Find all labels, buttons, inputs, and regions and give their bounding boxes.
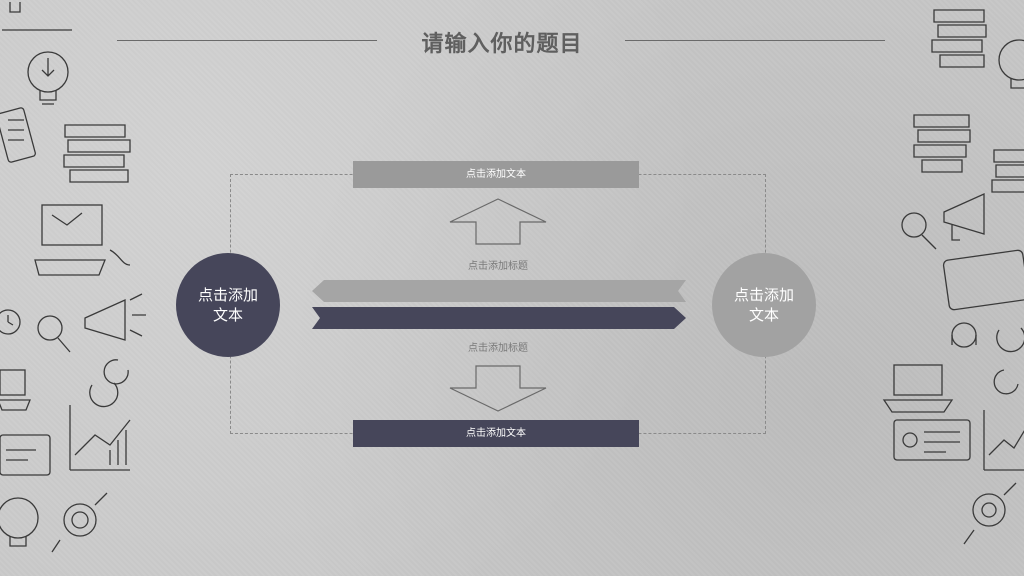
right-doodle-decoration <box>874 0 1024 576</box>
title-line-right <box>625 40 885 41</box>
down-arrow-icon <box>449 365 547 412</box>
tablet-icon <box>942 249 1024 311</box>
headset-icon <box>951 322 977 348</box>
gear-right-icon <box>993 327 1024 395</box>
target-right-icon <box>963 482 1017 545</box>
card-icon <box>0 434 51 476</box>
books-icon <box>63 124 131 183</box>
lower-heading-label[interactable]: 点击添加标题 <box>468 343 528 354</box>
left-circle[interactable]: 点击添加文本 <box>176 253 280 357</box>
laptop-icon <box>0 369 31 411</box>
left-circle-text: 点击添加文本 <box>197 286 258 324</box>
calculator-icon <box>0 107 36 163</box>
growth-chart-icon <box>69 405 131 471</box>
computer-icon <box>34 204 131 276</box>
lightbulb-icon <box>27 51 69 105</box>
person-icon <box>2 2 72 31</box>
left-doodle-decoration <box>0 0 150 576</box>
laptop-right-icon <box>882 364 954 413</box>
megaphone-icon <box>84 293 146 341</box>
magnifier-right-icon <box>901 212 937 250</box>
right-arrow-band <box>312 307 686 329</box>
megaphone-right-icon <box>943 192 985 241</box>
bottom-text-bar[interactable]: 点击添加文本 <box>353 420 639 447</box>
magnifier-icon <box>37 315 71 353</box>
id-card-icon <box>893 419 971 461</box>
left-arrow-band <box>312 280 686 302</box>
books-mid-icon <box>913 114 971 173</box>
upper-heading-label[interactable]: 点击添加标题 <box>468 261 528 272</box>
title-line-left <box>117 40 377 41</box>
books-side-icon <box>991 149 1024 193</box>
page-title[interactable]: 请输入你的题目 <box>421 32 583 57</box>
clock-icon <box>0 309 21 335</box>
growth-right-icon <box>983 410 1024 471</box>
right-circle-text: 点击添加文本 <box>733 286 794 324</box>
bulb-bottom-icon <box>0 497 39 547</box>
top-text-bar[interactable]: 点击添加文本 <box>353 161 639 188</box>
up-arrow-icon <box>449 198 547 245</box>
right-circle[interactable]: 点击添加文本 <box>712 253 816 357</box>
books-top-icon <box>931 9 987 68</box>
lightbulb-right-icon <box>998 39 1024 89</box>
target-icon <box>51 492 108 553</box>
gears-icon <box>89 359 129 408</box>
